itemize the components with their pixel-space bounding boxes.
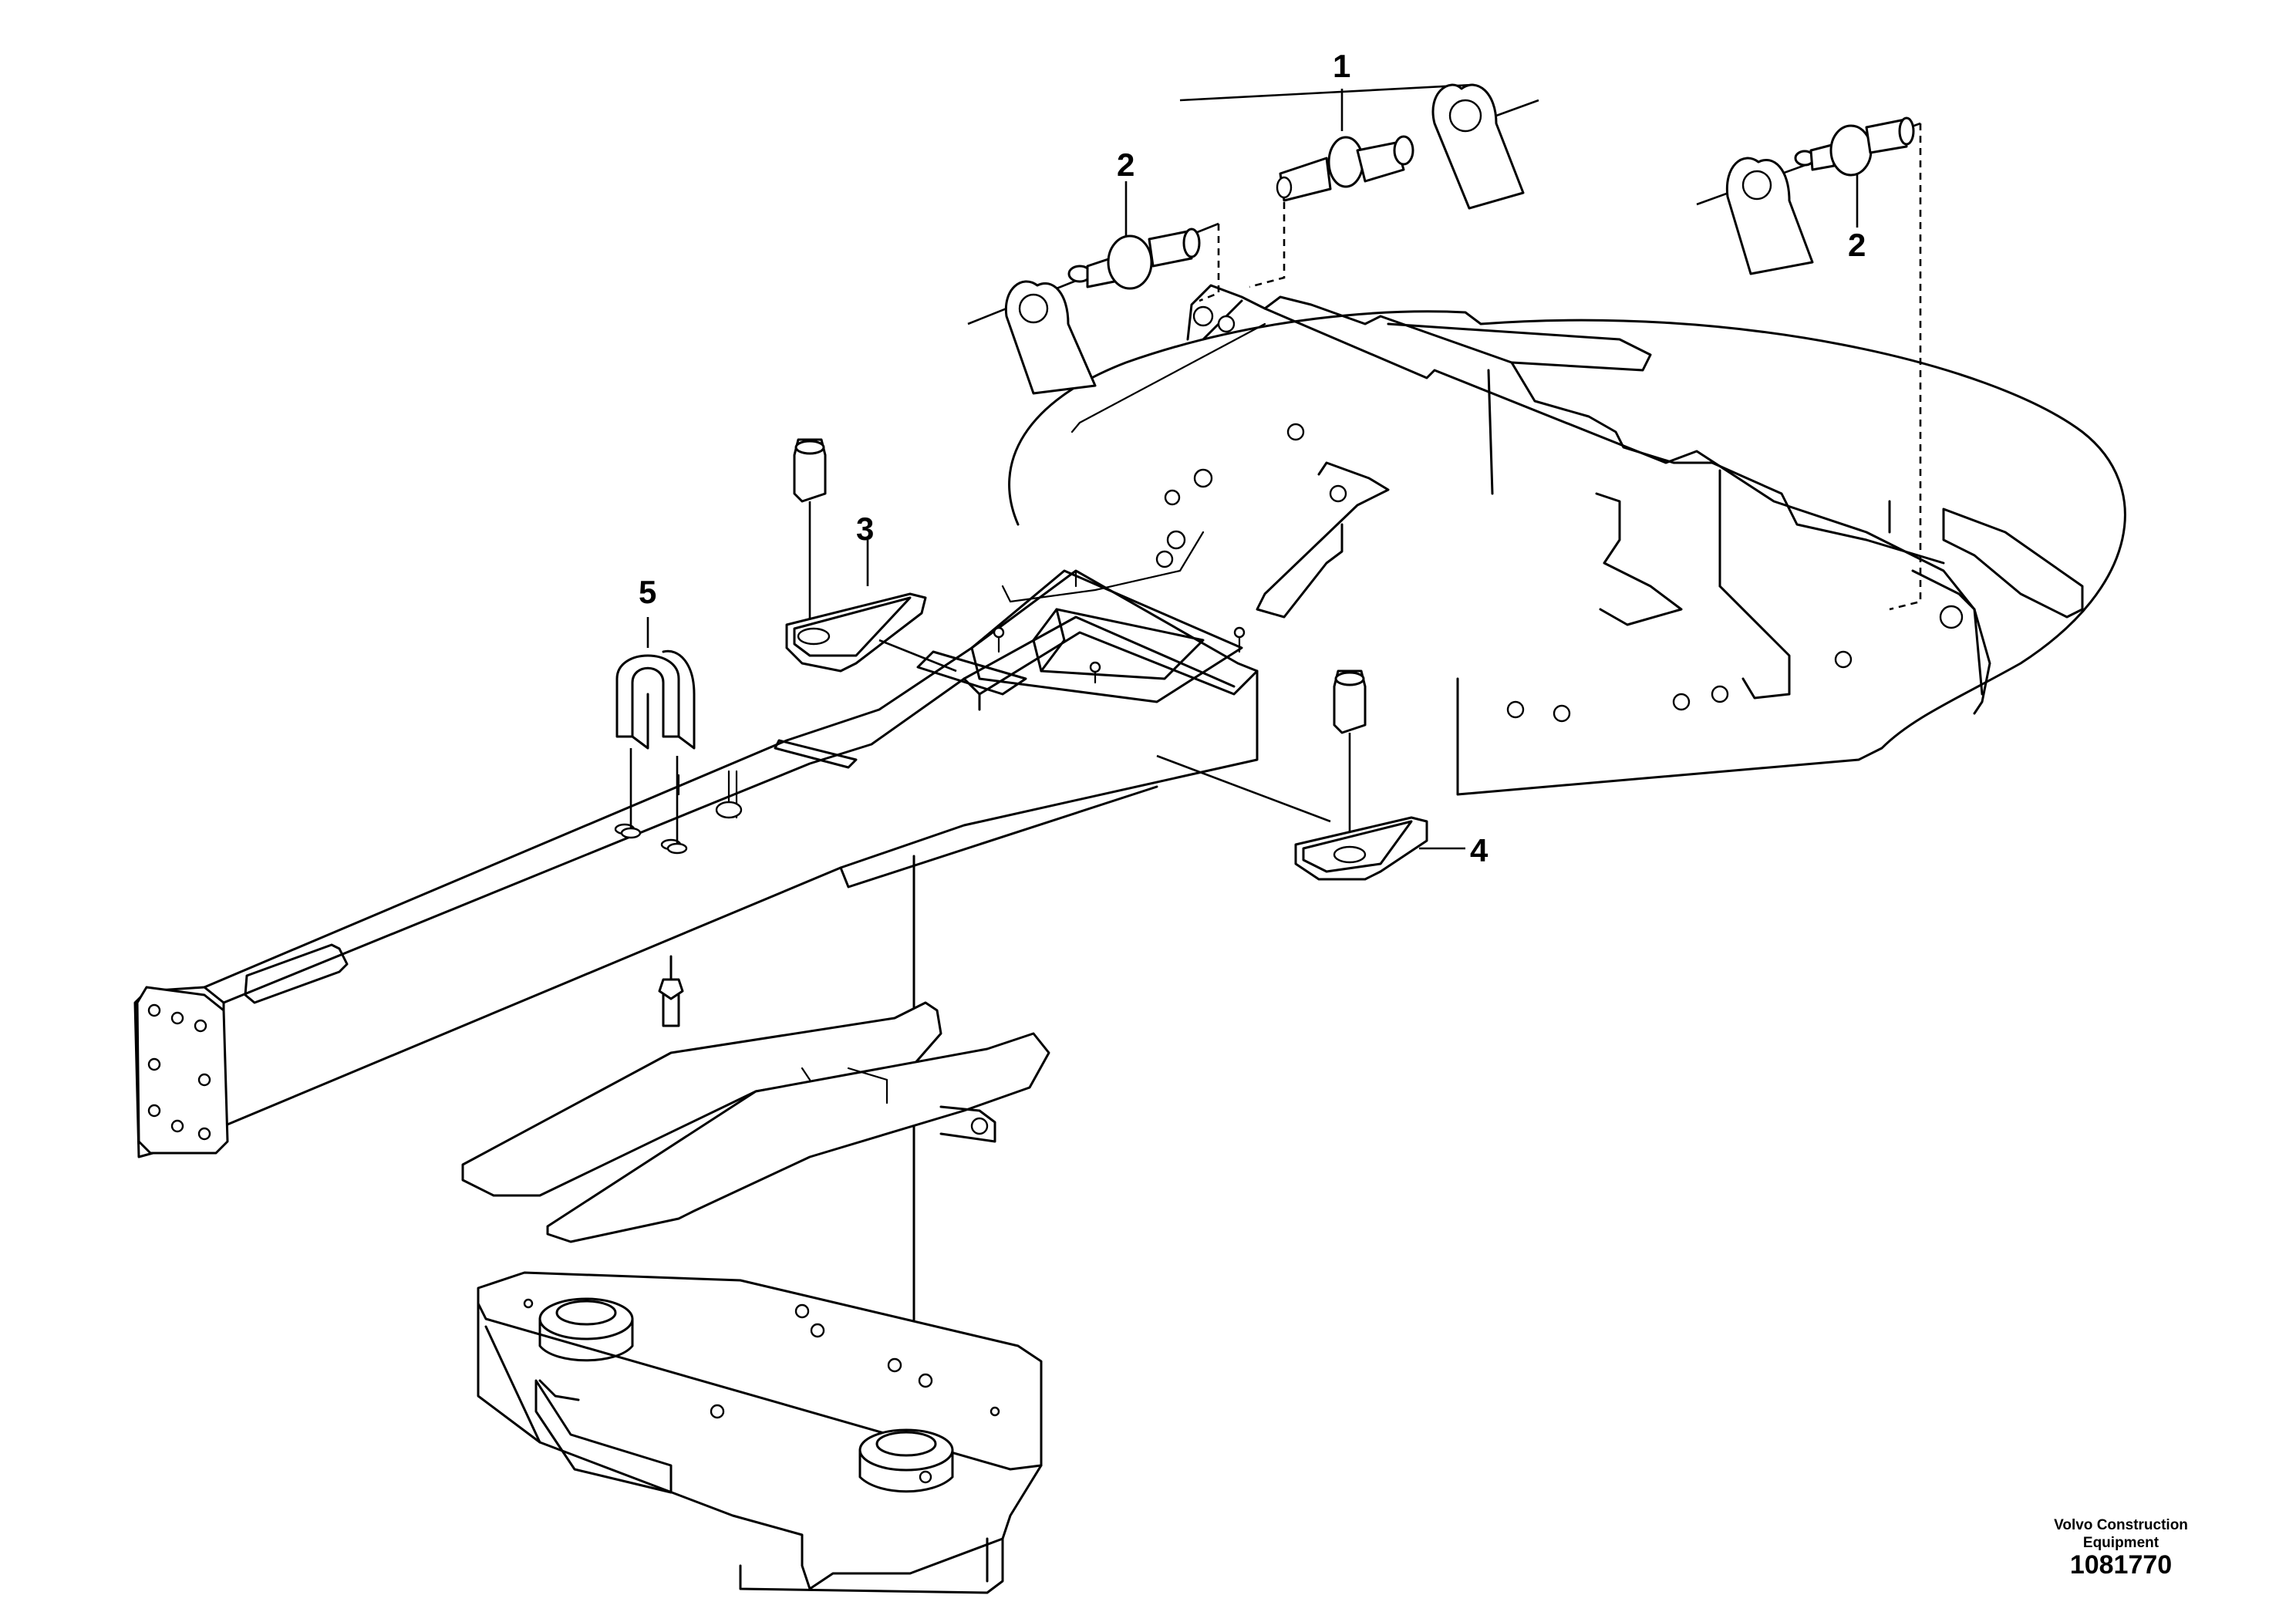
upper-frame bbox=[1186, 284, 2084, 715]
boom-bolt bbox=[658, 955, 684, 1027]
brand-line-1: Volvo Construction bbox=[2054, 1517, 2188, 1533]
turntable-disc bbox=[1001, 310, 2126, 796]
callout-1: 1 bbox=[1333, 48, 1350, 84]
lower-base-plate bbox=[477, 1271, 1043, 1594]
part-2-pin-left bbox=[967, 181, 1220, 395]
brand-line-2: Equipment bbox=[2082, 1535, 2159, 1551]
link-arms bbox=[461, 855, 1050, 1398]
part-4-support-pad bbox=[1156, 669, 1465, 881]
main-boom-frame bbox=[133, 569, 1259, 1158]
callout-4: 4 bbox=[1470, 832, 1489, 868]
part-5-u-bolt bbox=[615, 617, 696, 855]
part-3-support-pad bbox=[785, 438, 957, 673]
gusset-bracket bbox=[1256, 461, 1390, 619]
callout-2-right: 2 bbox=[1848, 227, 1866, 263]
callout-2-left: 2 bbox=[1117, 147, 1135, 183]
callout-5: 5 bbox=[639, 574, 656, 610]
document-number: 1081770 bbox=[2069, 1550, 2173, 1580]
part-2-pin-right bbox=[1696, 116, 1922, 611]
callout-3: 3 bbox=[856, 511, 874, 547]
part-1-pin bbox=[1179, 83, 1539, 288]
brand-label: Volvo Construction Equipment bbox=[2005, 1516, 2237, 1552]
